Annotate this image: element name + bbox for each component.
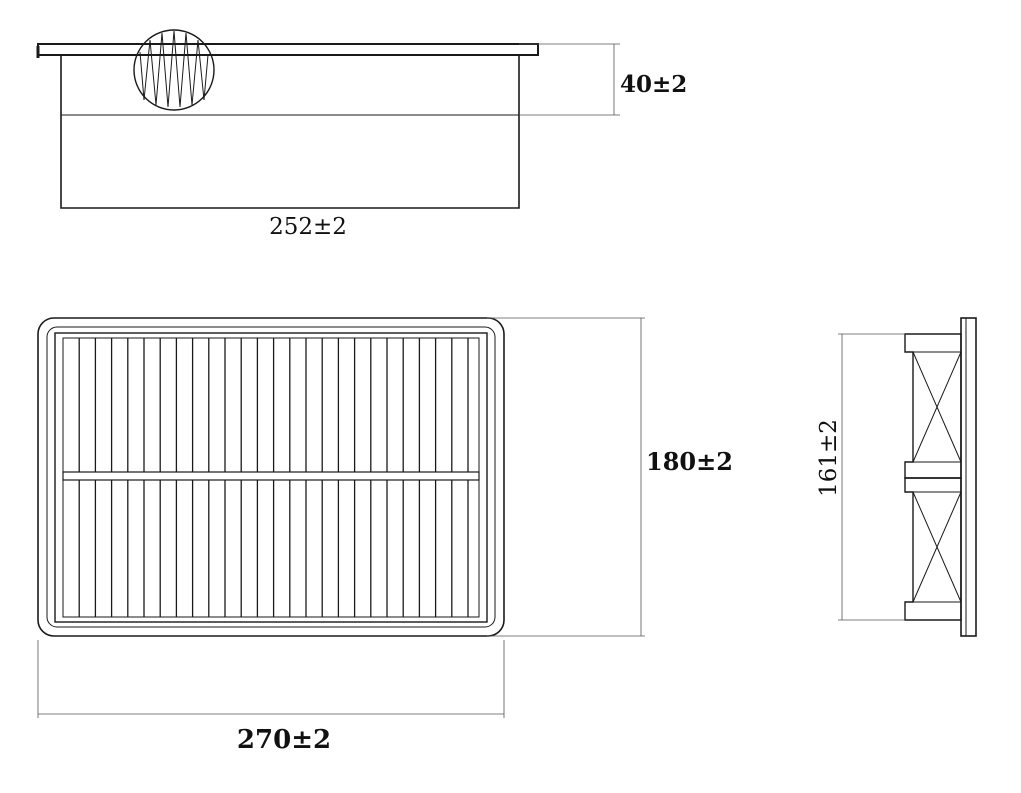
side-view-lower-cell [904,477,962,621]
side-view-flange [960,317,977,637]
front-view-media-border [54,332,488,623]
front-height-label: 180±2 [646,447,733,476]
side-view-upper-diag-b [912,351,962,463]
front-width-label: 270±2 [237,725,331,755]
side-view-upper-cell [904,333,962,479]
front-view-center-rib [62,471,480,481]
front-view-inner-frame [46,326,496,628]
pleat-detail [133,29,215,111]
side-view-lower-diag-b [912,491,962,603]
top-view-flange [37,43,539,56]
top-height-label: 40±2 [620,71,687,98]
side-height-label: 161±2 [816,419,842,497]
side-view: 161±2 [816,317,977,637]
front-view-outer-frame [37,317,505,637]
top-view: 40±2 252±2 [36,29,687,240]
top-view-body [60,55,520,209]
front-view: 180±2 270±2 [37,317,733,755]
top-width-label: 252±2 [269,214,347,240]
